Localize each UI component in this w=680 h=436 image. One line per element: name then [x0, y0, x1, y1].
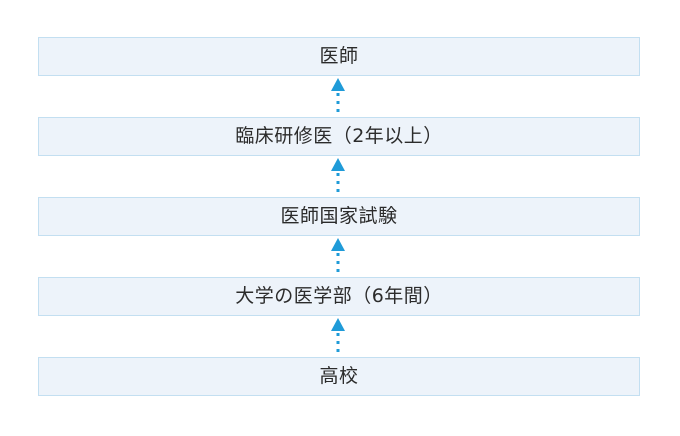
- flow-step-high-school[interactable]: 高校: [38, 357, 640, 396]
- arrow-medschool-to-exam: [328, 236, 348, 277]
- flow-step-national-exam[interactable]: 医師国家試験: [38, 197, 640, 236]
- flow-step-medical-school[interactable]: 大学の医学部（6年間）: [38, 277, 640, 316]
- arrow-highschool-to-medschool: [328, 316, 348, 357]
- flow-step-resident[interactable]: 臨床研修医（2年以上）: [38, 117, 640, 156]
- flow-step-label: 医師: [319, 45, 359, 67]
- flow-step-label: 高校: [319, 365, 359, 387]
- arrow-resident-to-doctor: [328, 76, 348, 117]
- arrow-exam-to-resident: [328, 156, 348, 197]
- flow-step-label: 臨床研修医（2年以上）: [235, 125, 443, 147]
- flow-step-doctor[interactable]: 医師: [38, 37, 640, 76]
- flow-step-label: 大学の医学部（6年間）: [235, 285, 443, 307]
- flow-step-label: 医師国家試験: [280, 205, 398, 227]
